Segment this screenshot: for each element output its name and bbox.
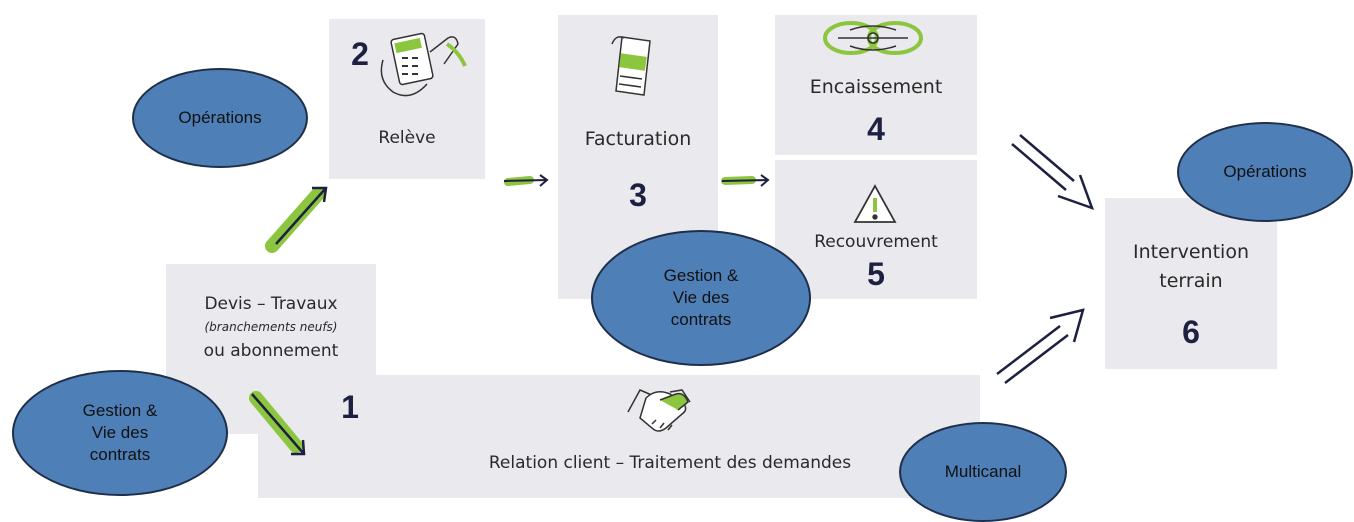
arrow-releve-to-facturation <box>503 174 549 187</box>
oval-operations-right: Opérations <box>1177 122 1353 222</box>
recouvrement-title: Recouvrement <box>814 232 938 252</box>
devis-number: 1 <box>341 389 359 425</box>
arrow-devis-to-relation <box>249 391 306 456</box>
oval-gestion-left: Gestion & Vie des contrats <box>12 370 228 496</box>
intervention-number: 6 <box>1182 314 1200 350</box>
arrow-to-intervention-top <box>1011 134 1095 211</box>
devis-title: Devis – Travaux <box>204 294 338 314</box>
oval-operations-right-label: Opérations <box>1223 162 1307 181</box>
arrow-to-intervention-bottom <box>996 308 1085 384</box>
facturation-number: 3 <box>629 177 647 213</box>
encaissement-title: Encaissement <box>809 76 943 98</box>
oval-multicanal: Multicanal <box>899 422 1067 522</box>
oval-gestion-left-label: Gestion & Vie des contrats <box>82 401 158 464</box>
recouvrement-box <box>775 160 977 299</box>
releve-number: 2 <box>351 36 369 72</box>
releve-title: Relève <box>378 128 436 148</box>
arrow-devis-to-releve <box>265 186 328 253</box>
devis-title-2: ou abonnement <box>203 341 339 361</box>
oval-multicanal-label: Multicanal <box>944 462 1022 481</box>
handshake-icon <box>627 389 691 432</box>
relation-client-box <box>258 375 980 498</box>
oval-operations-left-label: Opérations <box>178 108 262 127</box>
recouvrement-number: 5 <box>867 256 885 292</box>
relation-title: Relation client – Traitement des demande… <box>488 453 852 473</box>
intervention-box <box>1105 198 1277 369</box>
banknote-icon <box>823 21 923 55</box>
facturation-title: Facturation <box>584 128 692 150</box>
intervention-title: Intervention terrain <box>1133 241 1249 292</box>
oval-gestion-center: Gestion & Vie des contrats <box>591 230 811 366</box>
invoice-icon <box>611 36 651 96</box>
oval-gestion-center-label: Gestion & Vie des contrats <box>663 266 739 329</box>
arrow-facturation-to-recouvrement <box>721 174 770 187</box>
oval-operations-left: Opérations <box>132 68 308 168</box>
warning-triangle-icon <box>853 184 897 223</box>
meter-reading-hand-icon <box>380 32 467 97</box>
devis-subtitle: (branchements neufs) <box>204 320 338 334</box>
encaissement-number: 4 <box>867 111 885 147</box>
